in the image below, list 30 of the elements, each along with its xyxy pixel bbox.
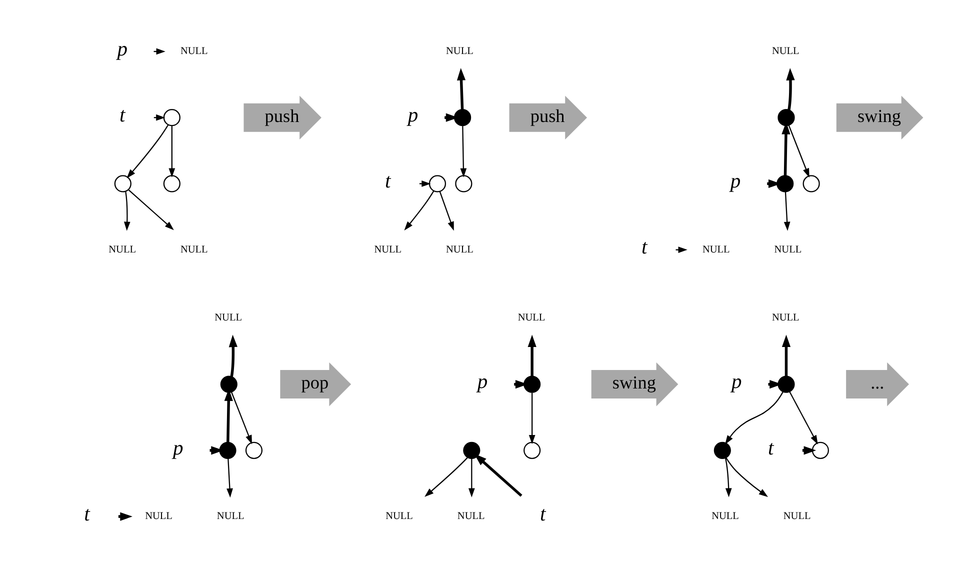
node-text: NULL (216, 511, 244, 522)
node-text: NULL (711, 511, 738, 522)
node-text: NULL (702, 244, 730, 256)
node-text: NULL (517, 312, 545, 324)
node-text: NULL (108, 244, 136, 256)
node-text: NULL (180, 244, 208, 256)
node-text: p (172, 437, 183, 460)
node-text: NULL (374, 244, 402, 256)
node-text: NULL (771, 312, 799, 324)
node-text: p (407, 104, 418, 126)
node-text: NULL (782, 511, 810, 522)
node-text: t (384, 170, 390, 193)
node-text: NULL (446, 46, 473, 57)
node-text: p (731, 371, 742, 394)
node-text: t (768, 437, 774, 460)
node-text: t (118, 104, 125, 126)
node-text: p (116, 38, 127, 60)
node-text: NULL (456, 511, 484, 522)
node-text: t (540, 503, 546, 526)
node-text: NULL (446, 244, 473, 256)
node-text: t (640, 236, 647, 259)
node-text: p (730, 170, 740, 193)
node-text: NULL (144, 511, 172, 522)
node-text: NULL (774, 244, 802, 256)
node-text: NULL (771, 46, 799, 57)
node-text: NULL (214, 312, 242, 324)
node-text: t (84, 503, 90, 526)
node-text: p (476, 371, 488, 394)
node-text: NULL (180, 46, 208, 57)
node-text: NULL (385, 511, 412, 522)
